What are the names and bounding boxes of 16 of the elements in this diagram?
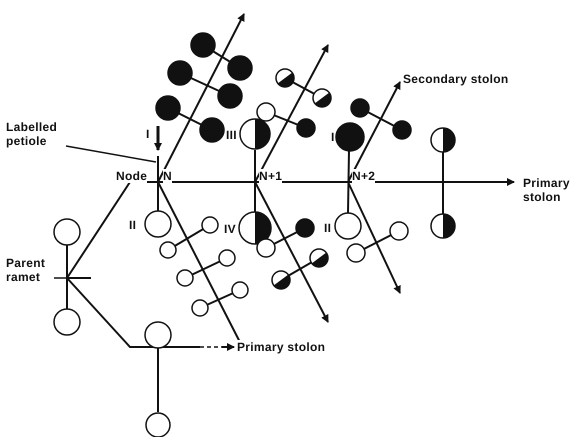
part-label: Labelled petiole: [6, 120, 58, 148]
label-text: II: [129, 218, 136, 232]
leader-line: [66, 145, 156, 163]
label-text: Node: [116, 169, 148, 183]
label-text: N+1: [259, 169, 282, 183]
label-text: II: [324, 221, 332, 235]
label-text: N+2: [352, 169, 376, 183]
label-text: I: [146, 127, 150, 141]
label-text: IV: [224, 222, 236, 236]
label-text: I: [331, 130, 335, 144]
label-text: Secondary stolon: [403, 72, 508, 86]
part-label: Parent ramet: [6, 256, 46, 284]
label-text: III: [226, 128, 237, 142]
label-text: Primary stolon: [237, 340, 326, 354]
leader-line: [54, 277, 66, 279]
label-text: N: [163, 169, 172, 183]
